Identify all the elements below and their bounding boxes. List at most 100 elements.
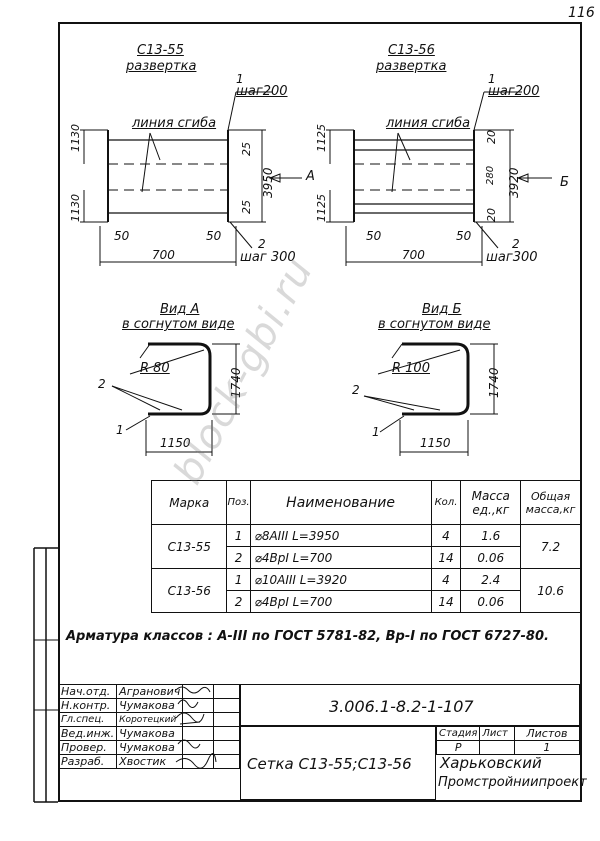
header-name: Наименование (249, 480, 432, 525)
drawing2-dim-700: 700 (402, 248, 425, 262)
drawing1-dim-25-bottom: 25 (240, 200, 253, 214)
role-cell: Вед.инж. (57, 726, 118, 741)
total-mass-cell: 10.6 (520, 568, 581, 613)
qty-cell: 4 (430, 524, 462, 547)
mass-cell: 0.06 (460, 546, 522, 569)
org-line1: Харьковский (440, 754, 542, 772)
drawing2-view-arrow: Б (560, 175, 569, 190)
drawing1-step2: шаг 300 (240, 250, 296, 265)
table-row: С13-55 1 ⌀8AIII L=3950 4 1.6 7.2 (150, 524, 581, 569)
name-cell: ⌀4BpI L=700 (249, 590, 432, 613)
drawing2-pos1: 1 (488, 72, 496, 86)
header-pos: Поз. (226, 480, 251, 525)
specification-table: Марка Поз. Наименование Кол. Масса ед.,к… (150, 480, 581, 613)
view-b-subtitle: в согнутом виде (378, 317, 491, 332)
view-a-width: 1150 (160, 436, 191, 450)
mass-cell: 2.4 (460, 568, 522, 591)
drawing2-pos2: 2 (512, 237, 520, 251)
approvals-table: Нач.отд.Агранович Н.контр.Чумакова Гл.сп… (57, 684, 241, 769)
role-cell: Гл.спец. (57, 712, 118, 727)
drawing1-subtitle: развертка (126, 59, 197, 74)
mesh-c13-55-drawing (80, 91, 302, 266)
pos-cell: 2 (226, 590, 251, 613)
view-a-pos1: 1 (116, 423, 124, 437)
qty-cell: 14 (430, 590, 462, 613)
view-a-title: Вид А (160, 302, 200, 317)
drawing2-dim-50-left: 50 (366, 229, 382, 243)
name-cell: Коротецкий (116, 712, 184, 727)
drawing2-dim-1125-top: 1125 (315, 124, 328, 152)
name-cell: ⌀8AIII L=3950 (249, 524, 432, 547)
drawing-frame (58, 22, 582, 802)
role-cell: Разраб. (57, 754, 118, 769)
drawing1-dim-1130-top: 1130 (69, 124, 82, 152)
drawing2-dim-1125-bottom: 1125 (315, 194, 328, 222)
mass-cell: 0.06 (460, 590, 522, 613)
doc-code-box: 3.006.1-8.2-1-107 (240, 684, 580, 726)
view-b-pos1: 1 (372, 425, 380, 439)
drawing1-dim-25-top: 25 (240, 142, 253, 156)
sheet-label: Лист (479, 726, 515, 741)
drawing-title-box: Сетка С13-55;С13-56 (240, 726, 436, 800)
header-qty: Кол. (430, 480, 462, 525)
view-a-drawing (111, 342, 240, 456)
header-total-mass: Общая масса,кг (520, 480, 581, 525)
sheets-value: 1 (513, 740, 581, 755)
view-b-title: Вид Б (422, 302, 462, 317)
name-cell: Чумакова (116, 698, 184, 713)
drawing1-bend-line: линия сгиба (132, 116, 217, 131)
header-mark: Марка (150, 480, 228, 525)
pos-cell: 1 (226, 568, 251, 591)
drawing2-dim-20-bottom: 20 (485, 208, 498, 222)
qty-cell: 4 (430, 568, 462, 591)
stage-table: Стадия Лист Листов Р 1 (435, 726, 581, 755)
drawing1-pos2: 2 (258, 237, 266, 251)
title-block: Нач.отд.Агранович Н.контр.Чумакова Гл.сп… (57, 684, 587, 802)
drawing1-dim-700: 700 (152, 248, 175, 262)
name-cell: Агранович (116, 684, 184, 699)
drawing2-dim-50-right: 50 (456, 229, 472, 243)
sheets-label: Листов (513, 726, 581, 741)
drawing2-dim-3920: 3920 (507, 167, 521, 198)
drawing2-dim-280: 280 (485, 165, 496, 185)
mark-cell: С13-55 (150, 524, 228, 569)
drawing1-dim-1130-bottom: 1130 (69, 194, 82, 222)
pos-cell: 2 (226, 546, 251, 569)
drawing2-step2: шаг300 (486, 250, 538, 265)
spec-header-row: Марка Поз. Наименование Кол. Масса ед.,к… (150, 480, 581, 525)
drawing1-step1: шаг200 (236, 84, 288, 99)
name-cell: Чумакова (116, 726, 184, 741)
table-row: 2 ⌀4BpI L=700 14 0.06 (152, 590, 581, 613)
drawing2-step1: шаг200 (488, 84, 540, 99)
drawing1-title: С13-55 (137, 43, 184, 58)
role-cell: Провер. (57, 740, 118, 755)
drawing1-dim-50-left: 50 (114, 229, 130, 243)
name-cell: Чумакова (116, 740, 184, 755)
org-line2: Промстройниипроект (438, 775, 587, 790)
drawing1-view-arrow: А (306, 169, 315, 184)
drawing-title: Сетка С13-55;С13-56 (247, 755, 412, 773)
table-row: С13-56 1 ⌀10AIII L=3920 4 2.4 10.6 (150, 568, 581, 613)
mesh-c13-56-drawing (326, 91, 552, 266)
drawing2-subtitle: развертка (376, 59, 447, 74)
drawing2-bend-line: линия сгиба (386, 116, 471, 131)
view-b-width: 1150 (420, 436, 451, 450)
view-a-radius: R 80 (140, 361, 170, 376)
view-a-pos2: 2 (98, 377, 106, 391)
header-unit-mass: Масса ед.,кг (460, 480, 522, 525)
drawing1-pos1: 1 (236, 72, 244, 86)
drawing1-dim-50-right: 50 (206, 229, 222, 243)
drawing2-title: С13-56 (388, 43, 435, 58)
drawing1-dim-3950: 3950 (261, 167, 275, 198)
mass-cell: 1.6 (460, 524, 522, 547)
name-cell: ⌀4BpI L=700 (249, 546, 432, 569)
mark-cell: С13-56 (150, 568, 228, 613)
view-b-height: 1740 (487, 367, 501, 398)
reinforcement-note: Арматура классов : А-III по ГОСТ 5781-82… (66, 629, 549, 644)
total-mass-cell: 7.2 (520, 524, 581, 569)
qty-cell: 14 (430, 546, 462, 569)
doc-code: 3.006.1-8.2-1-107 (329, 697, 474, 716)
view-b-radius: R 100 (392, 361, 430, 376)
role-cell: Н.контр. (57, 698, 118, 713)
role-cell: Нач.отд. (57, 684, 118, 699)
